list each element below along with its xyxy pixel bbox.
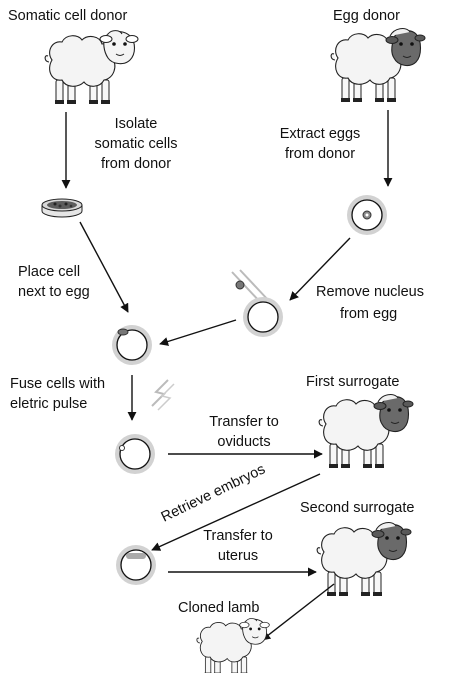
electric-pulse-icon [152, 380, 174, 410]
label-place-cell-line1: Place cell [18, 264, 80, 280]
label-egg-donor: Egg donor [333, 8, 400, 24]
label-second-surrogate: Second surrogate [300, 500, 414, 516]
white-faced-sheep-icon [45, 31, 138, 104]
white-faced-lamb-icon [197, 618, 269, 673]
egg-cell-icon [112, 325, 152, 365]
egg-cell-icon [243, 297, 283, 337]
label-first-surrogate: First surrogate [306, 374, 399, 390]
label-somatic-cell-donor: Somatic cell donor [8, 8, 127, 24]
label-transfer-uterus-line1: Transfer to [203, 528, 273, 544]
label-fuse-cells-line2: eletric pulse [10, 396, 87, 412]
label-retrieve-embryos: Retrieve embryos [159, 461, 268, 525]
label-transfer-uterus-line2: uterus [218, 548, 258, 564]
label-transfer-oviducts-line2: oviducts [217, 434, 270, 450]
label-transfer-oviducts-line1: Transfer to [209, 414, 279, 430]
label-place-cell-line2: next to egg [18, 284, 90, 300]
dark-faced-sheep-icon [317, 523, 411, 596]
label-extract-eggs-line1: Extract eggs [280, 126, 361, 142]
arrow-second-surrogate-to-lamb [262, 584, 334, 640]
petri-dish-icon [42, 199, 82, 217]
label-remove-nucleus-line1: Remove nucleus [316, 284, 424, 300]
egg-cell-icon [347, 195, 387, 235]
dark-faced-sheep-icon [331, 29, 425, 102]
label-cloned-lamb: Cloned lamb [178, 600, 259, 616]
arrow-removal-to-fusion [160, 320, 236, 344]
label-isolate-somatic-line1: Isolate [115, 116, 158, 132]
egg-cell-icon [115, 434, 155, 474]
label-isolate-somatic-line2: somatic cells [95, 136, 178, 152]
label-fuse-cells-line1: Fuse cells with [10, 376, 105, 392]
egg-cell-icon [116, 545, 156, 585]
label-extract-eggs-line2: from donor [285, 146, 355, 162]
label-remove-nucleus-line2: from egg [340, 306, 397, 322]
label-isolate-somatic-line3: from donor [101, 156, 171, 172]
dark-faced-sheep-icon [319, 395, 413, 468]
